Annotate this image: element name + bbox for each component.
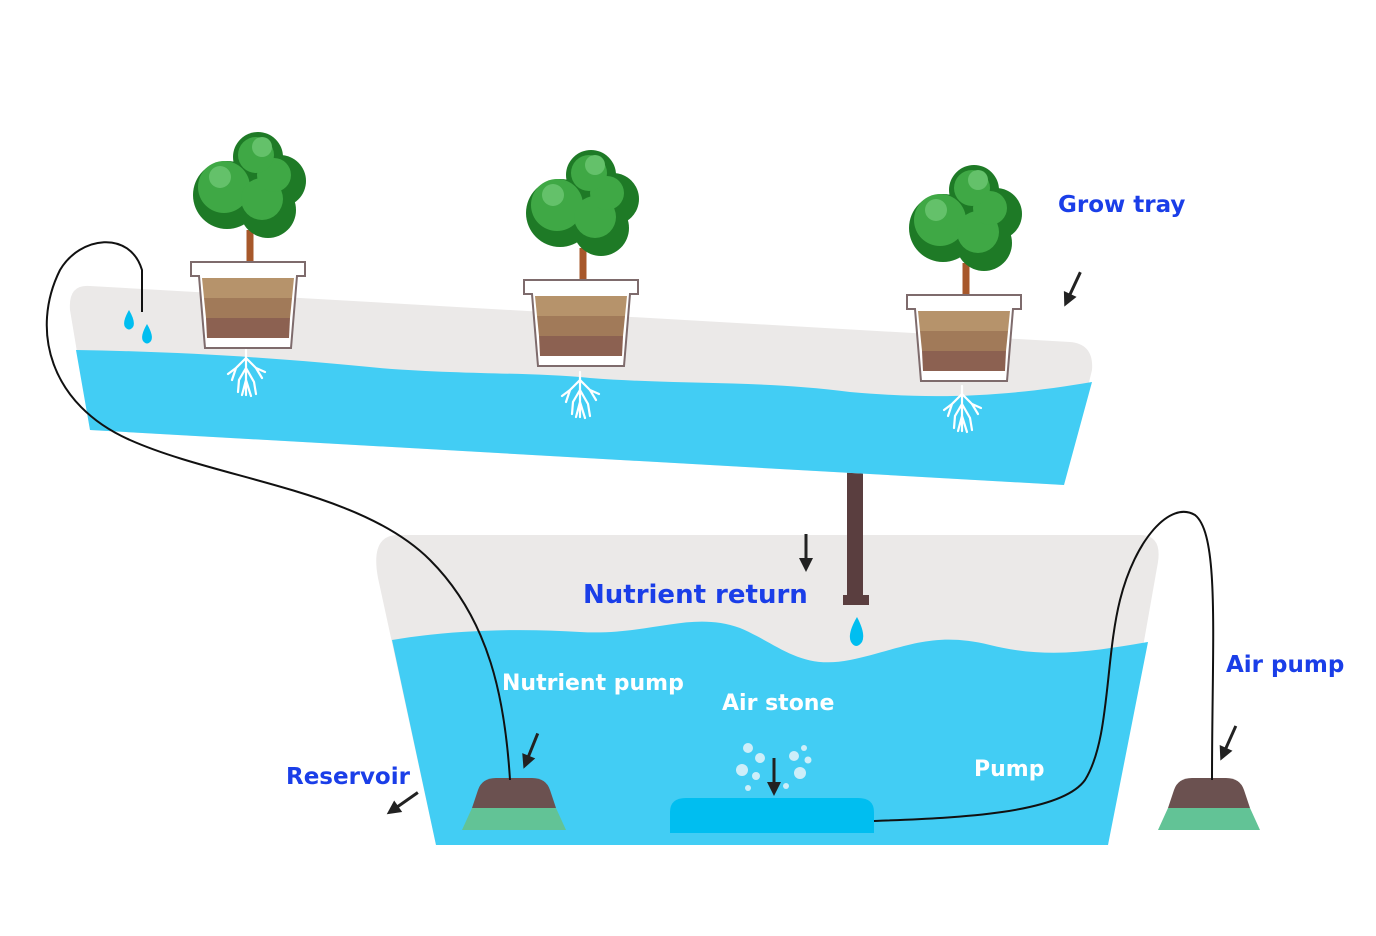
air-stone	[670, 798, 874, 833]
drain-pipe-tip	[843, 595, 869, 605]
pot-icon	[523, 279, 639, 367]
nutrient-tube	[45, 241, 511, 781]
reservoir-label: Reservoir	[286, 764, 410, 790]
pot-icon	[190, 261, 306, 349]
pump-label: Pump	[974, 757, 1045, 782]
water-drop-icon	[849, 617, 864, 646]
arrow-icon	[381, 785, 424, 822]
water-drop-icon	[142, 324, 152, 344]
water-drop-icon	[124, 310, 134, 330]
arrow-icon	[1056, 267, 1089, 312]
air-bubble-icon	[736, 743, 812, 791]
plant-icon	[526, 150, 639, 286]
grow-tray-label: Grow tray	[1058, 192, 1186, 218]
nutrient-return-label: Nutrient return	[583, 580, 808, 610]
air-pump-label: Air pump	[1226, 652, 1345, 678]
air-pump	[1158, 778, 1260, 830]
air-stone-label: Air stone	[722, 691, 835, 716]
plant-icon	[909, 165, 1022, 301]
arrow-icon	[1212, 721, 1244, 766]
air-tube	[873, 510, 1215, 822]
drain-pipe	[847, 470, 863, 602]
pot-icon	[906, 294, 1022, 382]
plant-icon	[193, 132, 306, 268]
reservoir-water	[392, 621, 1148, 845]
nutrient-pump	[462, 778, 566, 830]
nutrient-pump-label: Nutrient pump	[502, 671, 684, 696]
